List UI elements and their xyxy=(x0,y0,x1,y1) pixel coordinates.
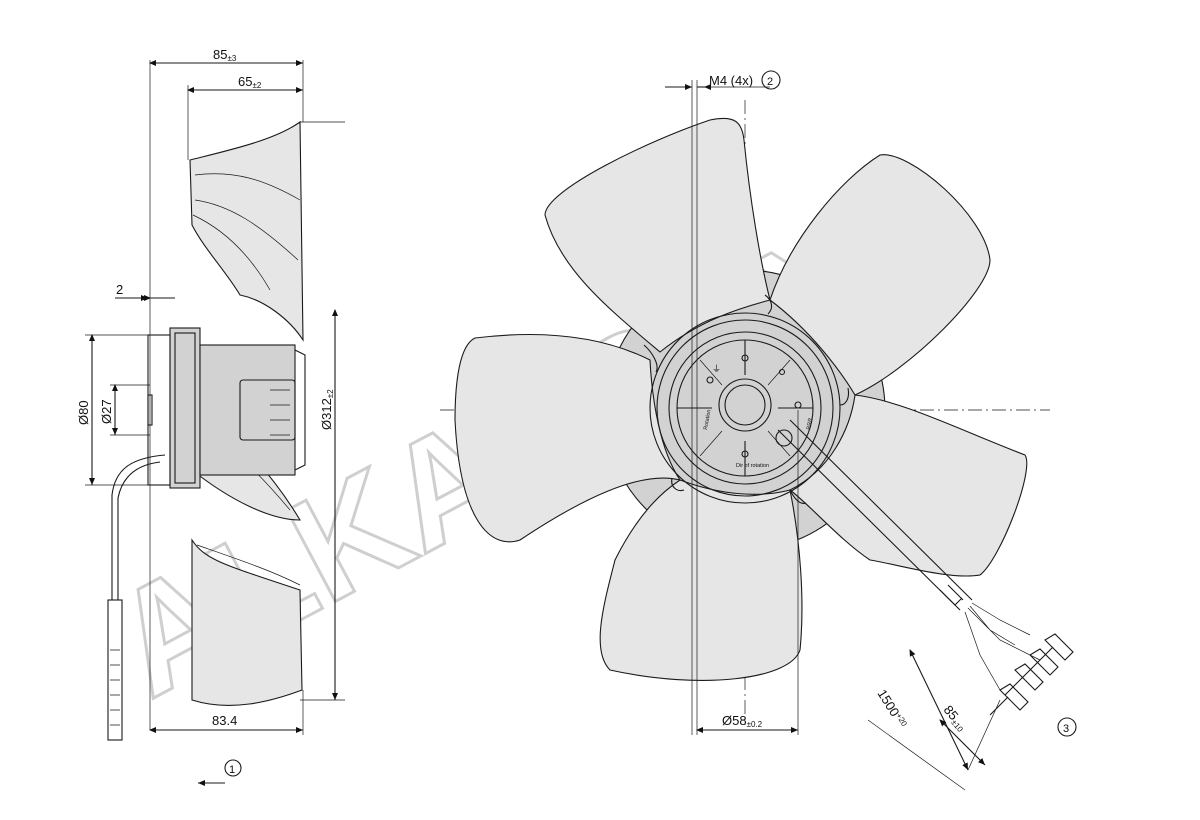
hub-label-dir: Dir of rotation xyxy=(736,463,769,469)
side-blade-lower xyxy=(191,538,303,706)
mount-hole xyxy=(741,354,749,362)
dim-cable-length: 1500+20 xyxy=(874,687,910,731)
mount-hole xyxy=(794,401,802,409)
callout-mount-holes: 2 xyxy=(767,76,773,88)
hub-label-side: RRR xyxy=(806,418,814,431)
front-leads xyxy=(964,602,1041,691)
dim-mount-holes: M4 (4x) xyxy=(709,73,753,88)
side-blade-upper xyxy=(189,120,304,342)
front-shaft xyxy=(718,378,772,432)
dim-flange-diameter: Ø80 xyxy=(76,400,91,425)
blade-top xyxy=(544,117,771,353)
dim-overall-depth: 85±3 xyxy=(213,47,237,63)
side-dim-labels: 85±3 65±2 2 Ø80 Ø27 Ø312±2 83.4 1 xyxy=(76,47,335,776)
side-cable xyxy=(111,454,166,600)
side-cable-leads xyxy=(107,599,123,741)
mount-hole xyxy=(741,450,749,458)
front-cable xyxy=(777,419,973,611)
hub-label-ground: ⏚ xyxy=(712,364,721,374)
dim-blade-depth: 65±2 xyxy=(238,74,262,90)
blade-bottom xyxy=(599,479,803,681)
dim-hole-circle: Ø58±0.2 xyxy=(722,713,763,729)
dim-fan-diameter: Ø312±2 xyxy=(319,389,335,430)
blade-left xyxy=(454,333,682,543)
dim-flange-offset: 2 xyxy=(116,282,123,297)
mount-hole xyxy=(706,376,714,384)
lead-connectors xyxy=(989,633,1074,716)
callout-airflow: 1 xyxy=(229,764,235,776)
side-view xyxy=(85,60,345,786)
front-rotor-outer xyxy=(649,312,841,504)
blade-upper-right xyxy=(769,154,991,396)
dim-shaft-diameter: Ø27 xyxy=(99,399,114,424)
dim-lead-length: 85±10 xyxy=(940,702,970,734)
callout-leads: 3 xyxy=(1063,723,1069,735)
dim-hub-length: 83.4 xyxy=(212,713,237,728)
hub-label-rotation: Rotation xyxy=(703,409,712,430)
front-blades xyxy=(454,117,1028,681)
front-view: Rotation ⏚ Dir of rotation RRR xyxy=(440,70,1077,791)
blade-lower-right xyxy=(788,394,1028,577)
